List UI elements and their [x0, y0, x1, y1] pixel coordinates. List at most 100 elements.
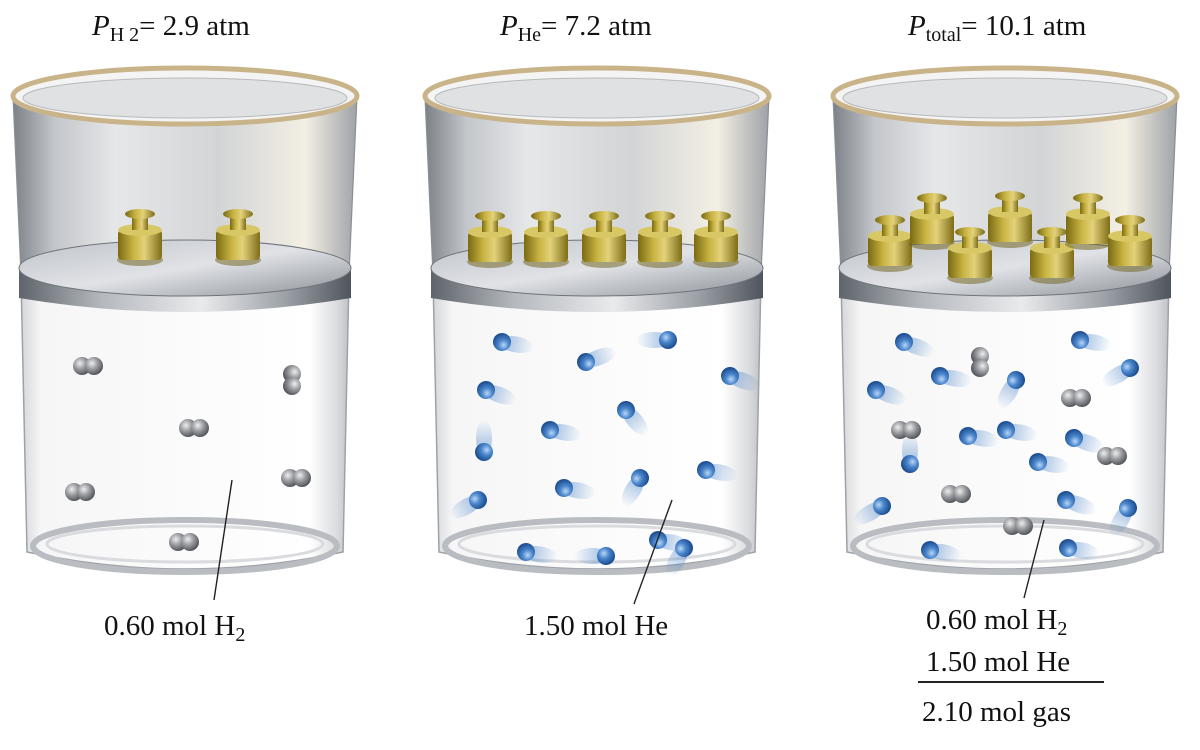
he-ball	[577, 353, 595, 371]
mol-label-sub: 2	[235, 624, 246, 646]
he-ball	[867, 381, 885, 399]
he-ball	[517, 543, 535, 561]
leader-line	[633, 499, 673, 605]
he-atom	[1071, 331, 1112, 351]
brass-weight	[215, 209, 261, 266]
he-ball	[931, 367, 949, 385]
h-atom	[181, 533, 199, 551]
cylinder-he	[422, 65, 772, 577]
pressure-symbol: P	[908, 10, 926, 42]
he-atom	[1065, 429, 1105, 453]
piston-top	[18, 239, 352, 297]
brass-weight	[693, 211, 739, 268]
he-atom	[1109, 499, 1137, 537]
mol-label-h2: 0.60 mol H2	[104, 610, 246, 646]
he-ball	[597, 547, 615, 565]
h2-molecule	[1003, 517, 1033, 535]
he-ball	[1029, 453, 1047, 471]
he-atom	[617, 401, 649, 436]
mol-label-he: 1.50 mol He	[524, 612, 668, 641]
cylinder-h2	[10, 65, 360, 575]
brass-weight	[909, 193, 955, 250]
brass-weight	[637, 211, 683, 268]
pressure-value: = 7.2 atm	[541, 10, 652, 42]
he-atom	[555, 479, 596, 499]
cylinder-rim-inner	[434, 77, 760, 119]
leader-line	[1023, 519, 1045, 599]
he-ball	[675, 539, 693, 557]
he-atom	[1057, 491, 1097, 515]
he-ball	[1007, 371, 1025, 389]
mol-label-total-gas: 2.10 mol gas	[922, 698, 1071, 727]
pressure-subscript: He	[517, 24, 542, 46]
he-ball	[493, 333, 511, 351]
h2-molecule	[1097, 447, 1127, 465]
he-atom	[577, 347, 617, 371]
he-ball	[659, 331, 677, 349]
brass-weight	[117, 209, 163, 266]
mol-label-text: 0.60 mol H	[104, 610, 236, 642]
mol-label-sub: 2	[1057, 618, 1068, 640]
pressure-heading-h2: PH 2= 2.9 atm	[92, 10, 250, 46]
brass-weight	[1029, 227, 1075, 284]
h-atom	[903, 421, 921, 439]
h-atom	[1073, 389, 1091, 407]
brass-weight	[987, 191, 1033, 248]
he-ball	[1071, 331, 1089, 349]
pressure-value: = 10.1 atm	[961, 10, 1087, 42]
he-atom	[1059, 539, 1100, 559]
h2-molecule	[891, 421, 921, 439]
h-atom	[77, 483, 95, 501]
he-atom	[636, 331, 677, 349]
he-ball	[469, 491, 487, 509]
he-atom	[921, 541, 962, 561]
h-atom	[283, 377, 301, 395]
h2-molecule	[971, 347, 989, 377]
he-ball	[1119, 499, 1137, 517]
pressure-symbol: P	[92, 10, 110, 42]
mol-label-total-h2: 0.60 mol H2	[926, 604, 1068, 640]
he-atom	[621, 469, 649, 507]
cylinder-rim-inner	[842, 77, 1168, 119]
he-atom	[475, 420, 493, 461]
he-atom	[1101, 359, 1139, 387]
h2-molecule	[73, 357, 103, 375]
pressure-symbol: P	[500, 10, 518, 42]
pressure-heading-total: Ptotal= 10.1 atm	[908, 10, 1087, 46]
he-atom	[477, 381, 517, 405]
glass-base	[442, 517, 752, 575]
he-atom	[541, 421, 582, 441]
mol-label-total-he: 1.50 mol He	[926, 648, 1070, 677]
pressure-subscript: H 2	[109, 24, 140, 46]
brass-weight	[581, 211, 627, 268]
he-atom	[574, 547, 615, 565]
leader-line	[213, 479, 233, 601]
sum-line	[918, 681, 1104, 683]
mol-label-text: 1.50 mol He	[524, 610, 669, 642]
glass-base	[30, 517, 340, 575]
he-atom	[997, 421, 1038, 441]
he-ball	[901, 455, 919, 473]
he-atom	[665, 539, 693, 577]
h2-molecule	[169, 533, 199, 551]
brass-weight	[1065, 193, 1111, 250]
brass-weight	[467, 211, 513, 268]
he-ball	[555, 479, 573, 497]
he-ball	[1065, 429, 1083, 447]
mol-label-text: 0.60 mol H	[926, 604, 1058, 636]
he-atom	[867, 381, 907, 405]
he-ball	[997, 421, 1015, 439]
he-ball	[873, 497, 891, 515]
pressure-heading-he: PHe= 7.2 atm	[500, 10, 652, 46]
he-atom	[853, 497, 891, 525]
h-atom	[1015, 517, 1033, 535]
brass-weight	[867, 215, 913, 272]
he-ball	[1057, 491, 1075, 509]
he-atom	[959, 427, 1000, 447]
h2-molecule	[281, 469, 311, 487]
h-atom	[1109, 447, 1127, 465]
he-ball	[1059, 539, 1077, 557]
he-atom	[1029, 453, 1070, 473]
h2-molecule	[1061, 389, 1091, 407]
